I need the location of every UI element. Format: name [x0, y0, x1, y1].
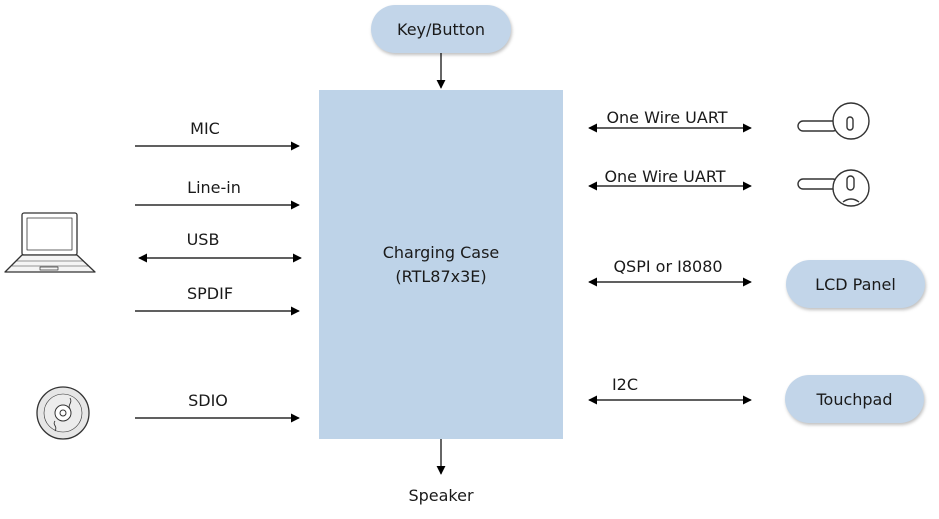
link-label-usb: USB [186, 230, 220, 249]
cd-disc-icon [36, 386, 90, 440]
touchpad-node: Touchpad [785, 375, 924, 423]
key-button-node: Key/Button [371, 5, 511, 53]
earbud-icon [797, 169, 870, 207]
link-label-spdif: SPDIF [186, 284, 234, 303]
link-label-sdio: SDIO [188, 391, 228, 410]
link-label-uart-2: One Wire UART [604, 167, 726, 186]
link-label-mic: MIC [190, 119, 220, 138]
touchpad-label: Touchpad [816, 389, 893, 409]
core-title: Charging Case [382, 242, 500, 262]
speaker-label: Speaker [408, 486, 474, 505]
link-label-i2c: I2C [611, 375, 639, 394]
charging-case-block: Charging Case (RTL87x3E) [319, 90, 563, 439]
laptop-icon [4, 212, 96, 273]
link-label-qspi: QSPI or I8080 [613, 257, 723, 276]
core-subtitle: (RTL87x3E) [395, 266, 487, 286]
link-label-uart-1: One Wire UART [606, 108, 728, 127]
lcd-panel-label: LCD Panel [815, 274, 896, 294]
key-button-label: Key/Button [397, 19, 485, 39]
earbud-icon [797, 102, 870, 140]
lcd-panel-node: LCD Panel [786, 260, 925, 308]
link-label-line-in: Line-in [187, 178, 241, 197]
